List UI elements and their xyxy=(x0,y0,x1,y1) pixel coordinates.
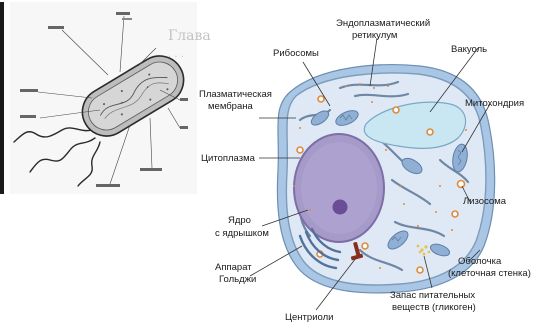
label-reserve-line2: веществ (гликоген) xyxy=(392,302,476,313)
label-membrane-line1: Плазматическая xyxy=(199,89,272,100)
label-reserve-line1: Запас питательных xyxy=(390,290,475,301)
bacterium-panel: Глава · · · · · xyxy=(0,2,211,194)
label-nucleus-line1: Ядро xyxy=(228,215,251,226)
label-nucleus-line2: с ядрышком xyxy=(215,228,269,239)
nucleolus-shape xyxy=(333,200,348,215)
label-cytoplasm: Цитоплазма xyxy=(201,153,256,164)
label-er-line2: ретикулум xyxy=(352,30,397,41)
label-ribosomes: Рибосомы xyxy=(273,48,319,59)
label-lysosome: Лизосома xyxy=(463,196,507,207)
label-vacuole: Вакуоль xyxy=(451,44,487,55)
label-golgi-line2: Гольджи xyxy=(219,274,256,285)
svg-text:Глава: Глава xyxy=(168,28,211,44)
label-er-line1: Эндоплазматический xyxy=(336,18,430,29)
label-membrane-line2: мембрана xyxy=(208,101,253,112)
nucleus-texture xyxy=(301,142,377,234)
label-wall-line1: Оболочка xyxy=(458,256,502,267)
label-wall-line2: (клеточная стенка) xyxy=(448,268,531,279)
label-golgi-line1: Аппарат xyxy=(215,262,252,273)
label-centrioles: Центриоли xyxy=(285,312,333,323)
label-mitochondria: Митохондрия xyxy=(465,98,524,109)
bacterium-panel-left-edge xyxy=(0,2,4,194)
